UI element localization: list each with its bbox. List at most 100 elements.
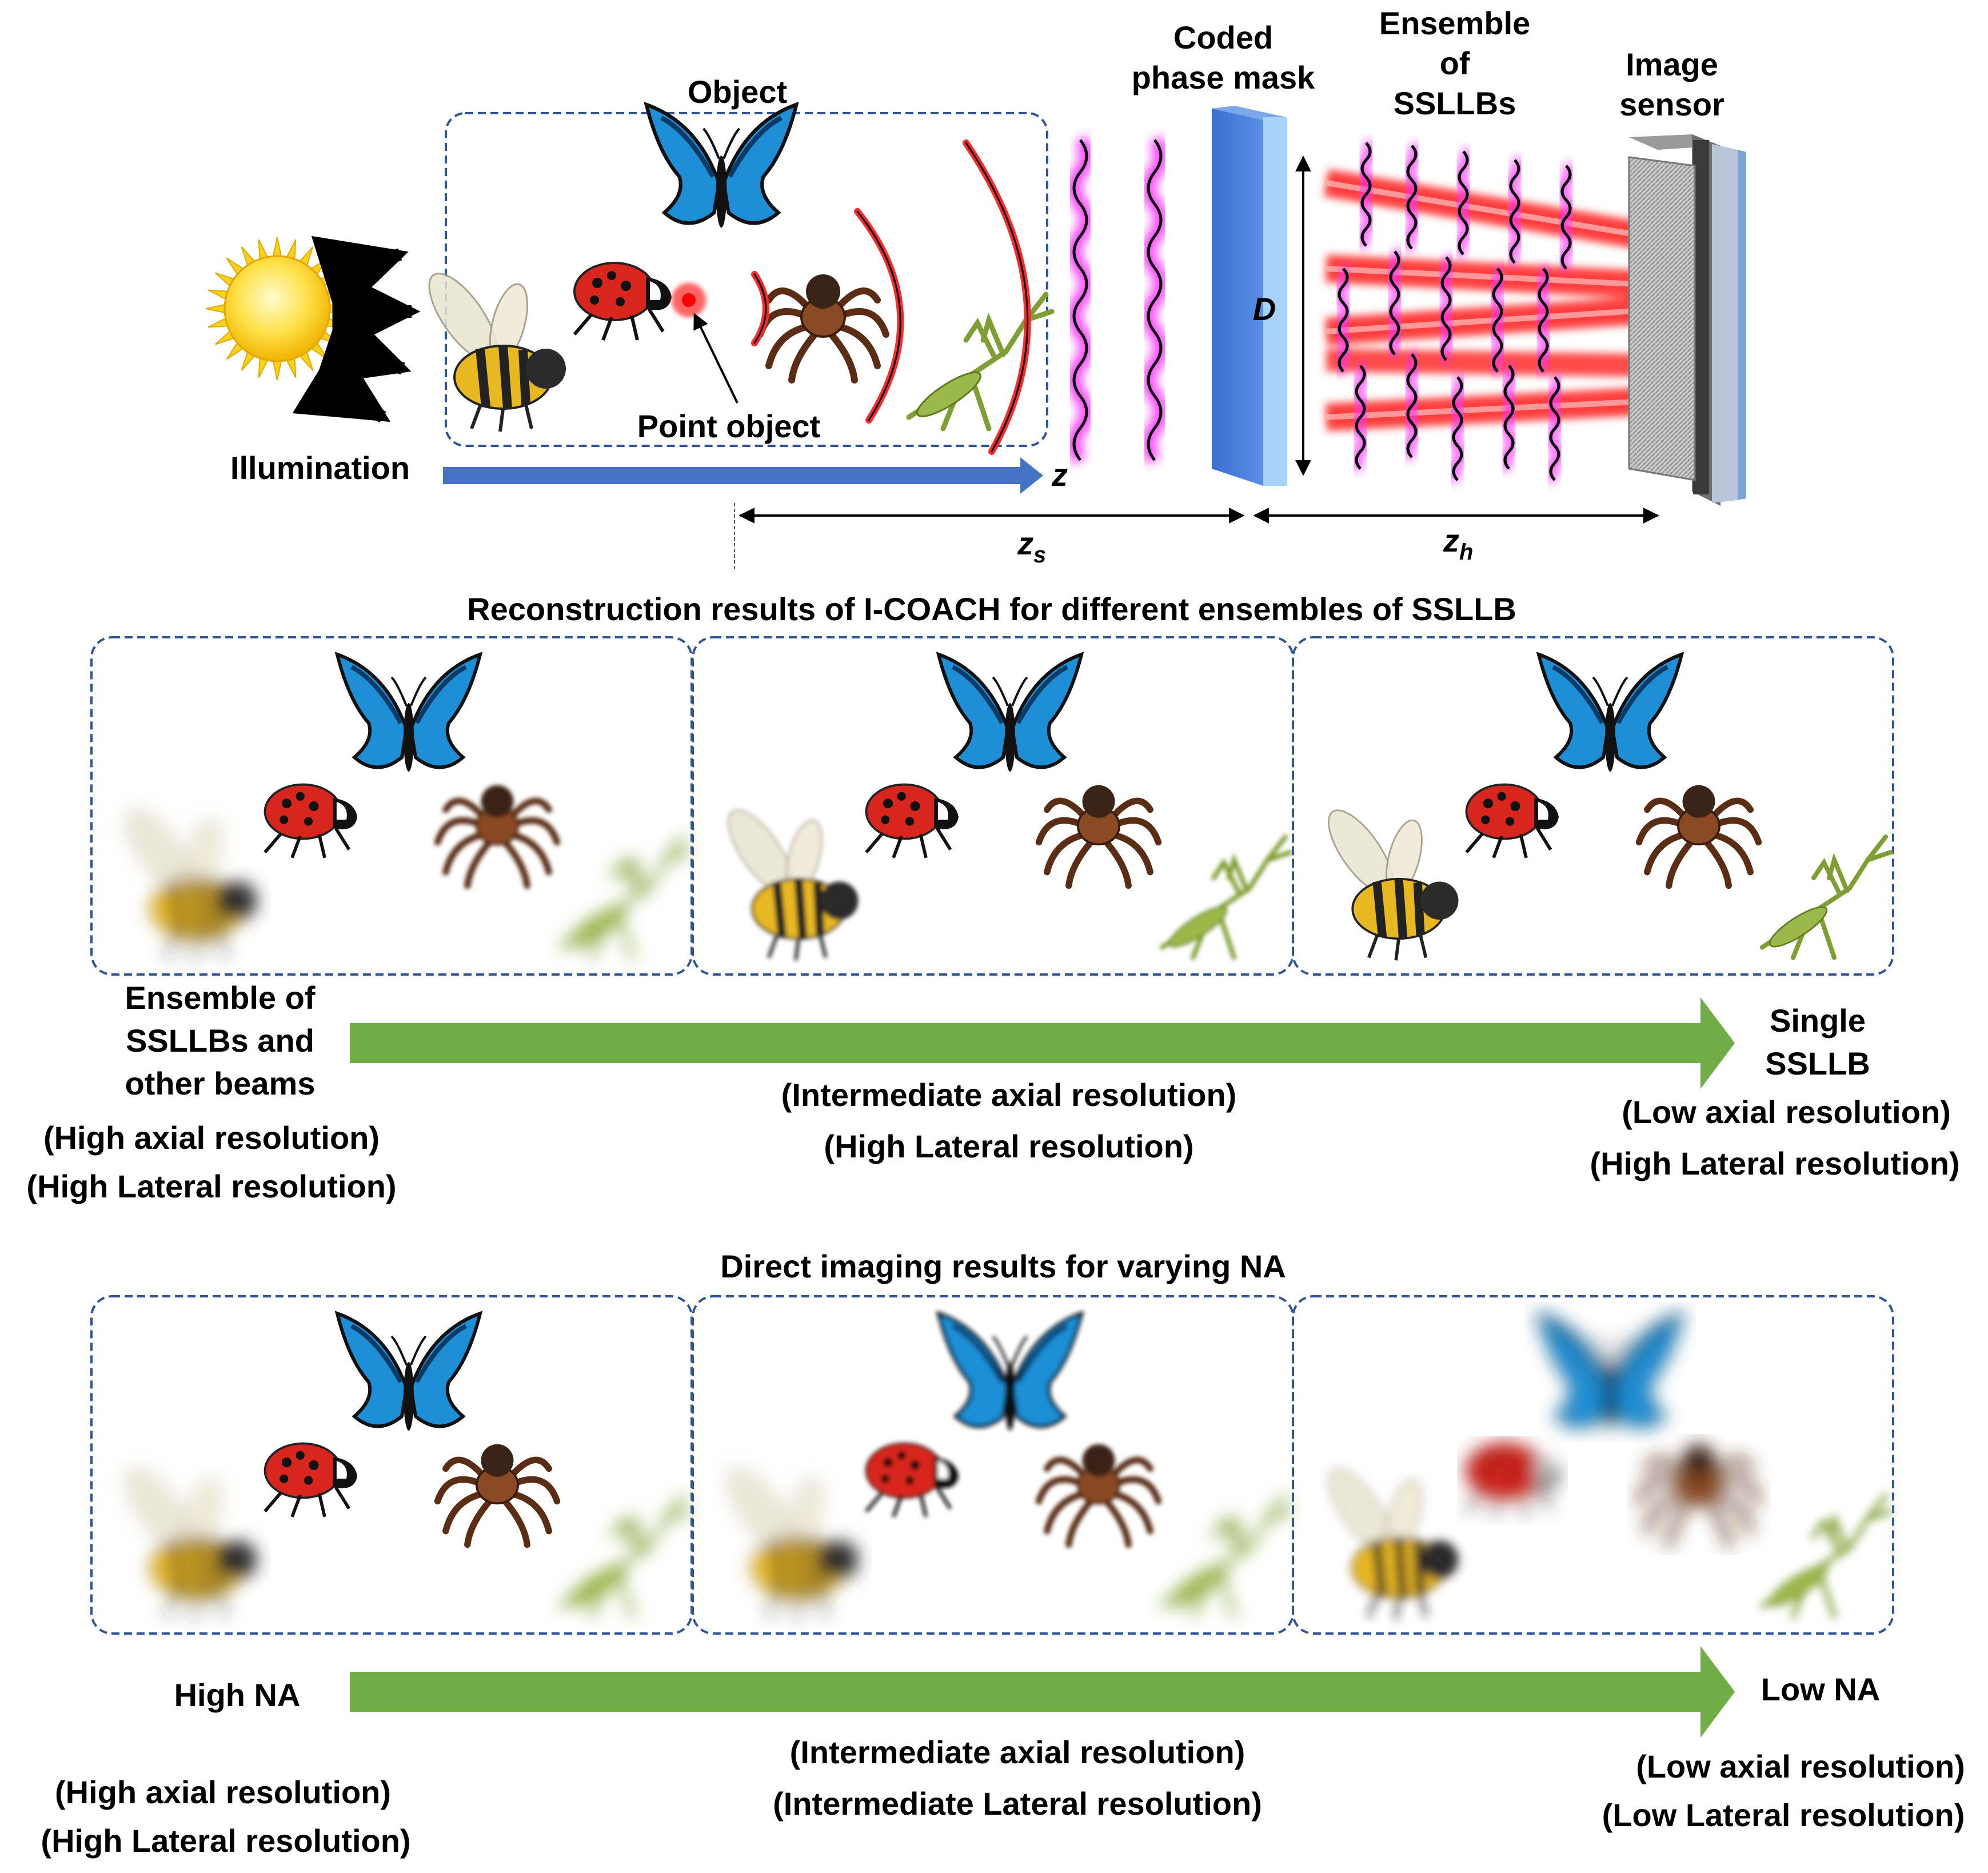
ssllb-line xyxy=(1452,376,1463,481)
rec-left-line3: other beams xyxy=(125,1065,316,1101)
spider-icon xyxy=(760,274,886,380)
panel-border xyxy=(1292,1295,1894,1635)
ssllb-line xyxy=(1440,256,1452,361)
panel-border xyxy=(90,636,693,976)
ssllb-line xyxy=(1549,376,1560,481)
dir-mid-res1: (Intermediate axial resolution) xyxy=(790,1734,1246,1770)
spider-icon xyxy=(1039,1444,1159,1545)
coded-phase-mask xyxy=(1212,106,1287,486)
sun-icon xyxy=(205,237,349,381)
bee-icon xyxy=(1317,1460,1458,1619)
ensemble-label-line2: of xyxy=(1440,45,1470,81)
ssllb-line xyxy=(1406,353,1418,458)
result-panel xyxy=(1292,1295,1894,1635)
reconstruction-progress-arrow xyxy=(350,997,1735,1089)
ensemble-label-line3: SSLLBs xyxy=(1394,85,1516,121)
sensor-label-line1: Image xyxy=(1626,46,1718,82)
ladybug-icon xyxy=(867,785,959,858)
butterfly-icon xyxy=(337,1313,480,1431)
ladybug-icon xyxy=(1467,1444,1559,1517)
image-sensor xyxy=(1628,134,1746,506)
mantis-icon xyxy=(1762,837,1891,958)
ladybug-icon xyxy=(265,785,358,858)
sensor-label-line2: sensor xyxy=(1619,86,1724,122)
dir-mid-res2: (Intermediate Lateral resolution) xyxy=(773,1786,1262,1822)
spider-icon xyxy=(1639,785,1759,886)
result-panel xyxy=(692,636,1294,976)
zh-label: zh xyxy=(1443,522,1473,565)
spider-icon xyxy=(1639,1444,1759,1545)
point-object-arrow xyxy=(693,313,738,404)
ssllb-wavefronts xyxy=(1334,139,1576,484)
mantis-icon xyxy=(1162,837,1291,958)
ladybug-icon xyxy=(1467,785,1559,858)
butterfly-icon xyxy=(337,654,480,772)
bee-icon xyxy=(717,1460,858,1619)
ssllb-line xyxy=(1492,267,1503,373)
reconstruction-panels xyxy=(90,636,1894,976)
rec-left-res1: (High axial resolution) xyxy=(43,1120,380,1156)
ssllb-line xyxy=(1389,250,1400,356)
butterfly-icon xyxy=(939,654,1081,772)
object-label: Object xyxy=(688,74,787,110)
rec-mid-res1: (Intermediate axial resolution) xyxy=(781,1077,1237,1113)
direct-imaging-panels xyxy=(90,1295,1894,1635)
result-panel xyxy=(90,636,693,976)
rec-left-line2: SSLLBs and xyxy=(126,1023,314,1059)
z-axis-arrow xyxy=(443,457,1043,494)
ssllb-line xyxy=(1360,142,1372,247)
dir-right-label: Low NA xyxy=(1761,1671,1880,1707)
wavefront-line xyxy=(1072,139,1088,461)
spider-icon xyxy=(438,1444,557,1545)
direct-title: Direct imaging results for varying NA xyxy=(720,1248,1286,1284)
wavefront-line xyxy=(1147,139,1163,461)
dir-right-res2: (Low Lateral resolution) xyxy=(1602,1797,1965,1833)
incident-wavefronts xyxy=(1067,135,1237,465)
direct-progress-arrow xyxy=(350,1646,1735,1738)
spherical-wavefronts xyxy=(751,139,1031,455)
spider-icon xyxy=(438,785,557,886)
butterfly-icon xyxy=(1539,1313,1682,1431)
ssllb-line xyxy=(1538,267,1549,373)
ssllb-line xyxy=(1338,267,1349,373)
panel-border xyxy=(692,636,1294,976)
butterfly-icon xyxy=(939,1313,1081,1431)
result-panel xyxy=(692,1295,1294,1635)
object-box xyxy=(445,112,1048,447)
rec-left-line1: Ensemble of xyxy=(125,980,316,1016)
mantis-icon xyxy=(1162,1496,1291,1617)
ladybug-icon xyxy=(265,1444,358,1517)
point-object-dot xyxy=(682,293,696,307)
spider-icon xyxy=(1039,785,1159,886)
ssllb-line xyxy=(1560,165,1572,270)
ssllb-line xyxy=(1406,145,1418,250)
mask-label-line2: phase mask xyxy=(1132,59,1315,95)
panel-border xyxy=(1292,636,1894,976)
mantis-icon xyxy=(561,837,689,958)
mask-diameter-label: D xyxy=(1253,291,1276,327)
reconstruction-title: Reconstruction results of I-COACH for di… xyxy=(467,591,1516,627)
rec-right-res1: (Low axial resolution) xyxy=(1622,1094,1951,1130)
illumination-arrows xyxy=(292,235,421,423)
ssllb-line xyxy=(1355,365,1366,470)
panel-border xyxy=(692,1295,1294,1635)
ladybug-icon xyxy=(574,263,672,340)
bee-icon xyxy=(1317,801,1458,960)
butterfly-icon xyxy=(1539,654,1682,772)
dir-left-res2: (High Lateral resolution) xyxy=(41,1823,410,1859)
butterfly-icon xyxy=(646,105,797,227)
bee-icon xyxy=(717,801,858,960)
result-panel xyxy=(90,1295,693,1635)
rec-right-line2: SSLLB xyxy=(1765,1045,1870,1081)
bee-icon xyxy=(115,1460,257,1619)
bee-icon xyxy=(417,263,566,432)
ssllb-line xyxy=(1509,159,1520,264)
zs-label: zs xyxy=(1017,525,1046,568)
dir-left-res1: (High axial resolution) xyxy=(55,1774,391,1810)
point-object-label: Point object xyxy=(637,408,820,444)
ensemble-label-line1: Ensemble xyxy=(1379,5,1531,41)
ssllb-line xyxy=(1458,150,1469,255)
ladybug-icon xyxy=(867,1444,959,1517)
bee-icon xyxy=(115,801,257,960)
